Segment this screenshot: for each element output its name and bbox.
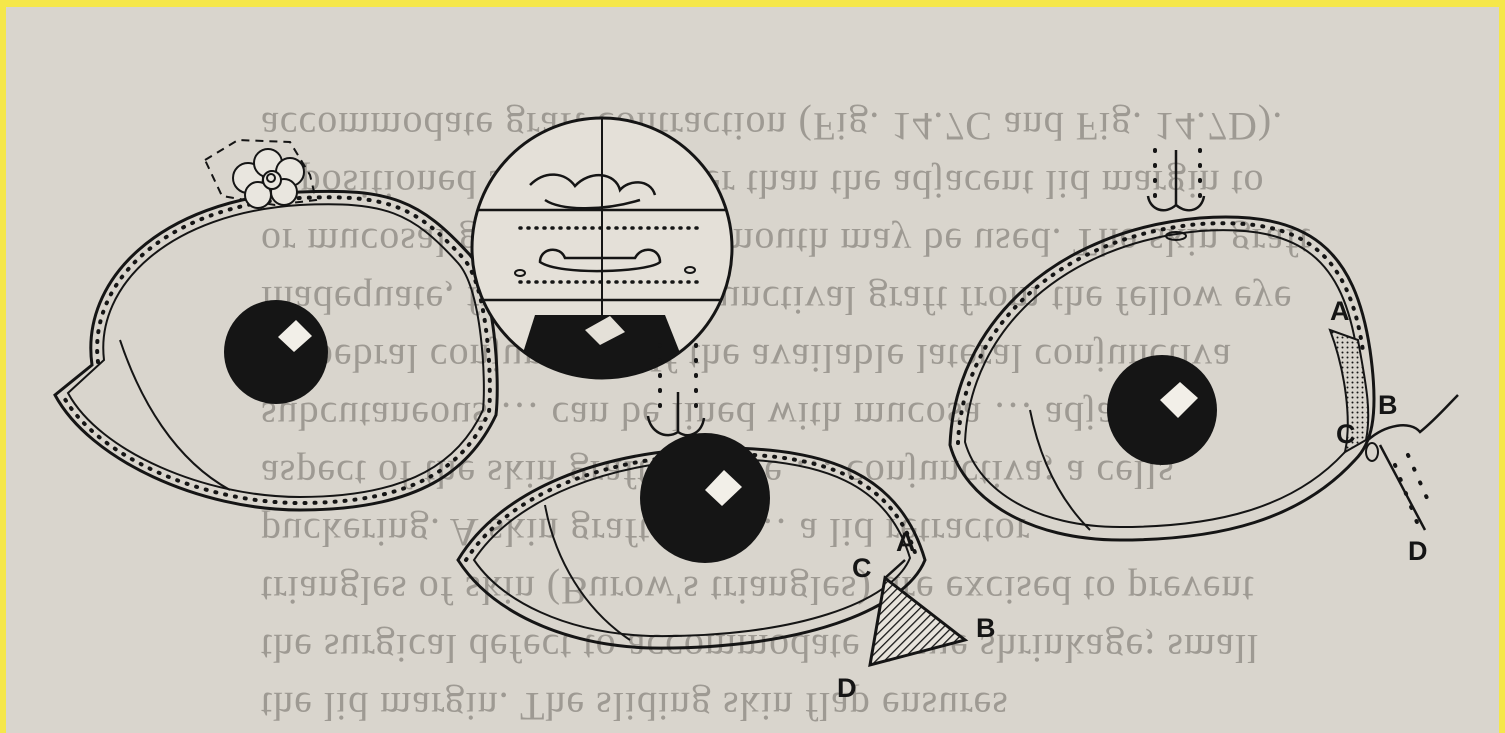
middle-closure-suture [648,392,704,435]
figure-frame: the lid margin. The sliding skin flap en… [6,7,1499,733]
label-a-right: A [1330,296,1350,326]
left-eye-panel [55,140,497,510]
middle-burow-triangle [870,578,965,665]
middle-eye-panel [458,345,965,665]
label-c-right: C [1336,419,1356,449]
left-eye-pupil [224,300,328,404]
middle-eye-pupil [640,433,770,563]
right-suture-dots-lateral [1395,455,1430,525]
label-c-middle: C [852,553,872,583]
right-eye-pupil [1107,355,1217,465]
label-b-middle: B [976,613,996,643]
label-a-middle: A [896,527,916,557]
right-suture-dots-top [1155,150,1200,205]
right-eye-lid-crease [1030,410,1090,530]
label-d-right: D [1408,536,1428,566]
eyelid-surgery-figure: A B C D A B C D [6,7,1499,733]
label-d-middle: D [837,673,857,703]
magnified-suture-inset [470,118,735,378]
middle-flap-edge-ca [885,560,905,578]
right-eye-panel [950,150,1458,540]
right-lateral-knot [1366,443,1378,461]
label-b-right: B [1378,390,1398,420]
